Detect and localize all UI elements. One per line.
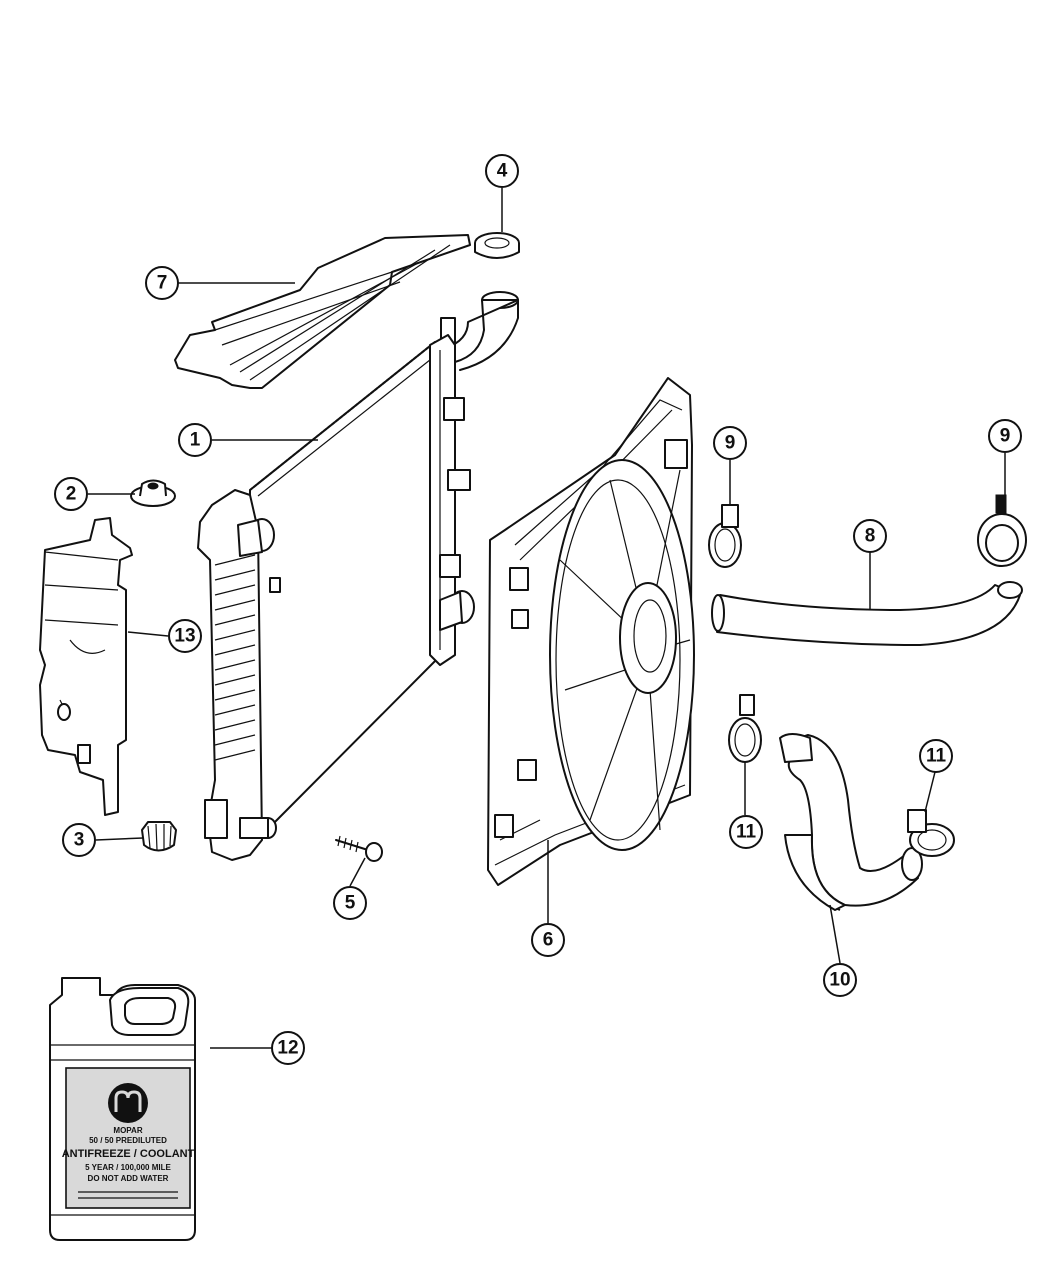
part-coolant-jug: MOPAR 50 / 50 PREDILUTED ANTIFREEZE / CO…	[49, 977, 196, 1241]
radiator-tank-ribs	[214, 554, 256, 761]
part-screw	[335, 835, 383, 862]
callout-9-left: 9	[713, 426, 747, 460]
svg-text:10: 10	[829, 970, 850, 991]
jug-line4-text: DO NOT ADD WATER	[88, 1174, 169, 1183]
svg-text:9: 9	[1000, 426, 1011, 447]
part-hose-clamp-lower-left	[728, 694, 762, 763]
svg-text:5: 5	[345, 893, 356, 914]
callout-8: 8	[853, 519, 887, 553]
svg-text:13: 13	[174, 626, 195, 647]
part-hose-clamp-lower-right	[907, 809, 955, 857]
svg-text:11: 11	[736, 822, 757, 843]
part-radiator-cap	[474, 232, 520, 259]
callout-11-right: 11	[919, 739, 953, 773]
callout-6: 6	[531, 923, 565, 957]
callout-2: 2	[54, 477, 88, 511]
part-hose-clamp-upper-right	[977, 494, 1027, 567]
svg-text:11: 11	[926, 746, 947, 767]
part-hose-clamp-upper-left	[708, 504, 742, 568]
callout-9-right: 9	[988, 419, 1022, 453]
svg-text:8: 8	[865, 526, 876, 547]
part-radiator	[197, 334, 475, 861]
callout-3: 3	[62, 823, 96, 857]
part-upper-hose	[711, 581, 1023, 646]
svg-text:1: 1	[190, 430, 201, 451]
leader-lines	[88, 188, 1006, 1049]
callout-5: 5	[333, 886, 367, 920]
part-side-air-seal	[39, 517, 133, 816]
callout-4: 4	[485, 154, 519, 188]
part-fan-shroud	[487, 377, 695, 886]
callout-11-left: 11	[729, 815, 763, 849]
jug-line1-text: 50 / 50 PREDILUTED	[89, 1136, 167, 1145]
svg-text:2: 2	[66, 484, 77, 505]
jug-line2-text: ANTIFREEZE / COOLANT	[62, 1148, 195, 1160]
callout-1: 1	[178, 423, 212, 457]
svg-text:12: 12	[277, 1038, 298, 1059]
svg-text:3: 3	[74, 830, 85, 851]
part-lower-isolator	[141, 821, 177, 852]
svg-text:9: 9	[725, 433, 736, 454]
jug-line3-text: 5 YEAR / 100,000 MILE	[85, 1163, 171, 1172]
callout-10: 10	[823, 963, 857, 997]
part-upper-shield	[174, 234, 471, 389]
part-upper-isolator	[130, 479, 176, 507]
part-lower-hose	[779, 733, 923, 911]
svg-text:7: 7	[157, 273, 168, 294]
callout-12: 12	[271, 1031, 305, 1065]
jug-brand-text: MOPAR	[113, 1126, 142, 1135]
callout-13: 13	[168, 619, 202, 653]
svg-text:4: 4	[497, 161, 508, 182]
callout-7: 7	[145, 266, 179, 300]
svg-text:6: 6	[543, 930, 554, 951]
